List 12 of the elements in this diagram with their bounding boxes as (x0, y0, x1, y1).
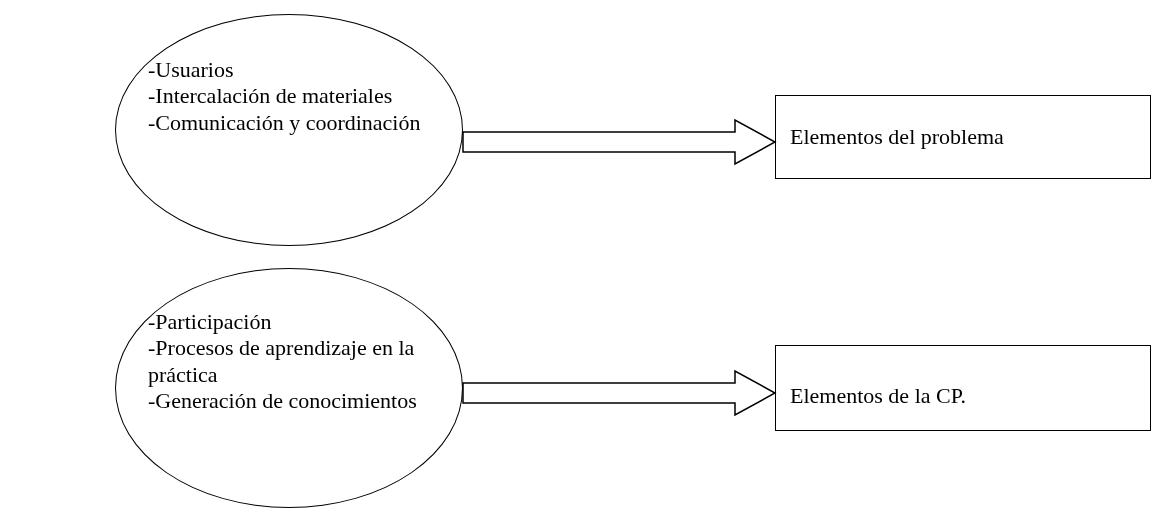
node-text: -Intercalación de materiales (148, 83, 394, 110)
node-text: -Comunicación y coordinación (148, 109, 422, 137)
node-text: -Procesos de aprendizaje en la práctica (148, 335, 416, 389)
block-arrow (462, 369, 777, 417)
node-text: -Generación de conocimientos (148, 388, 418, 415)
node-text: -Participación (148, 309, 273, 336)
process-box (775, 95, 1151, 179)
node-text: Elementos del problema (790, 123, 1005, 151)
node-text: -Usuarios (148, 57, 235, 84)
block-arrow (462, 118, 777, 166)
process-box (775, 345, 1151, 431)
node-text: Elementos de la CP. (790, 382, 967, 410)
